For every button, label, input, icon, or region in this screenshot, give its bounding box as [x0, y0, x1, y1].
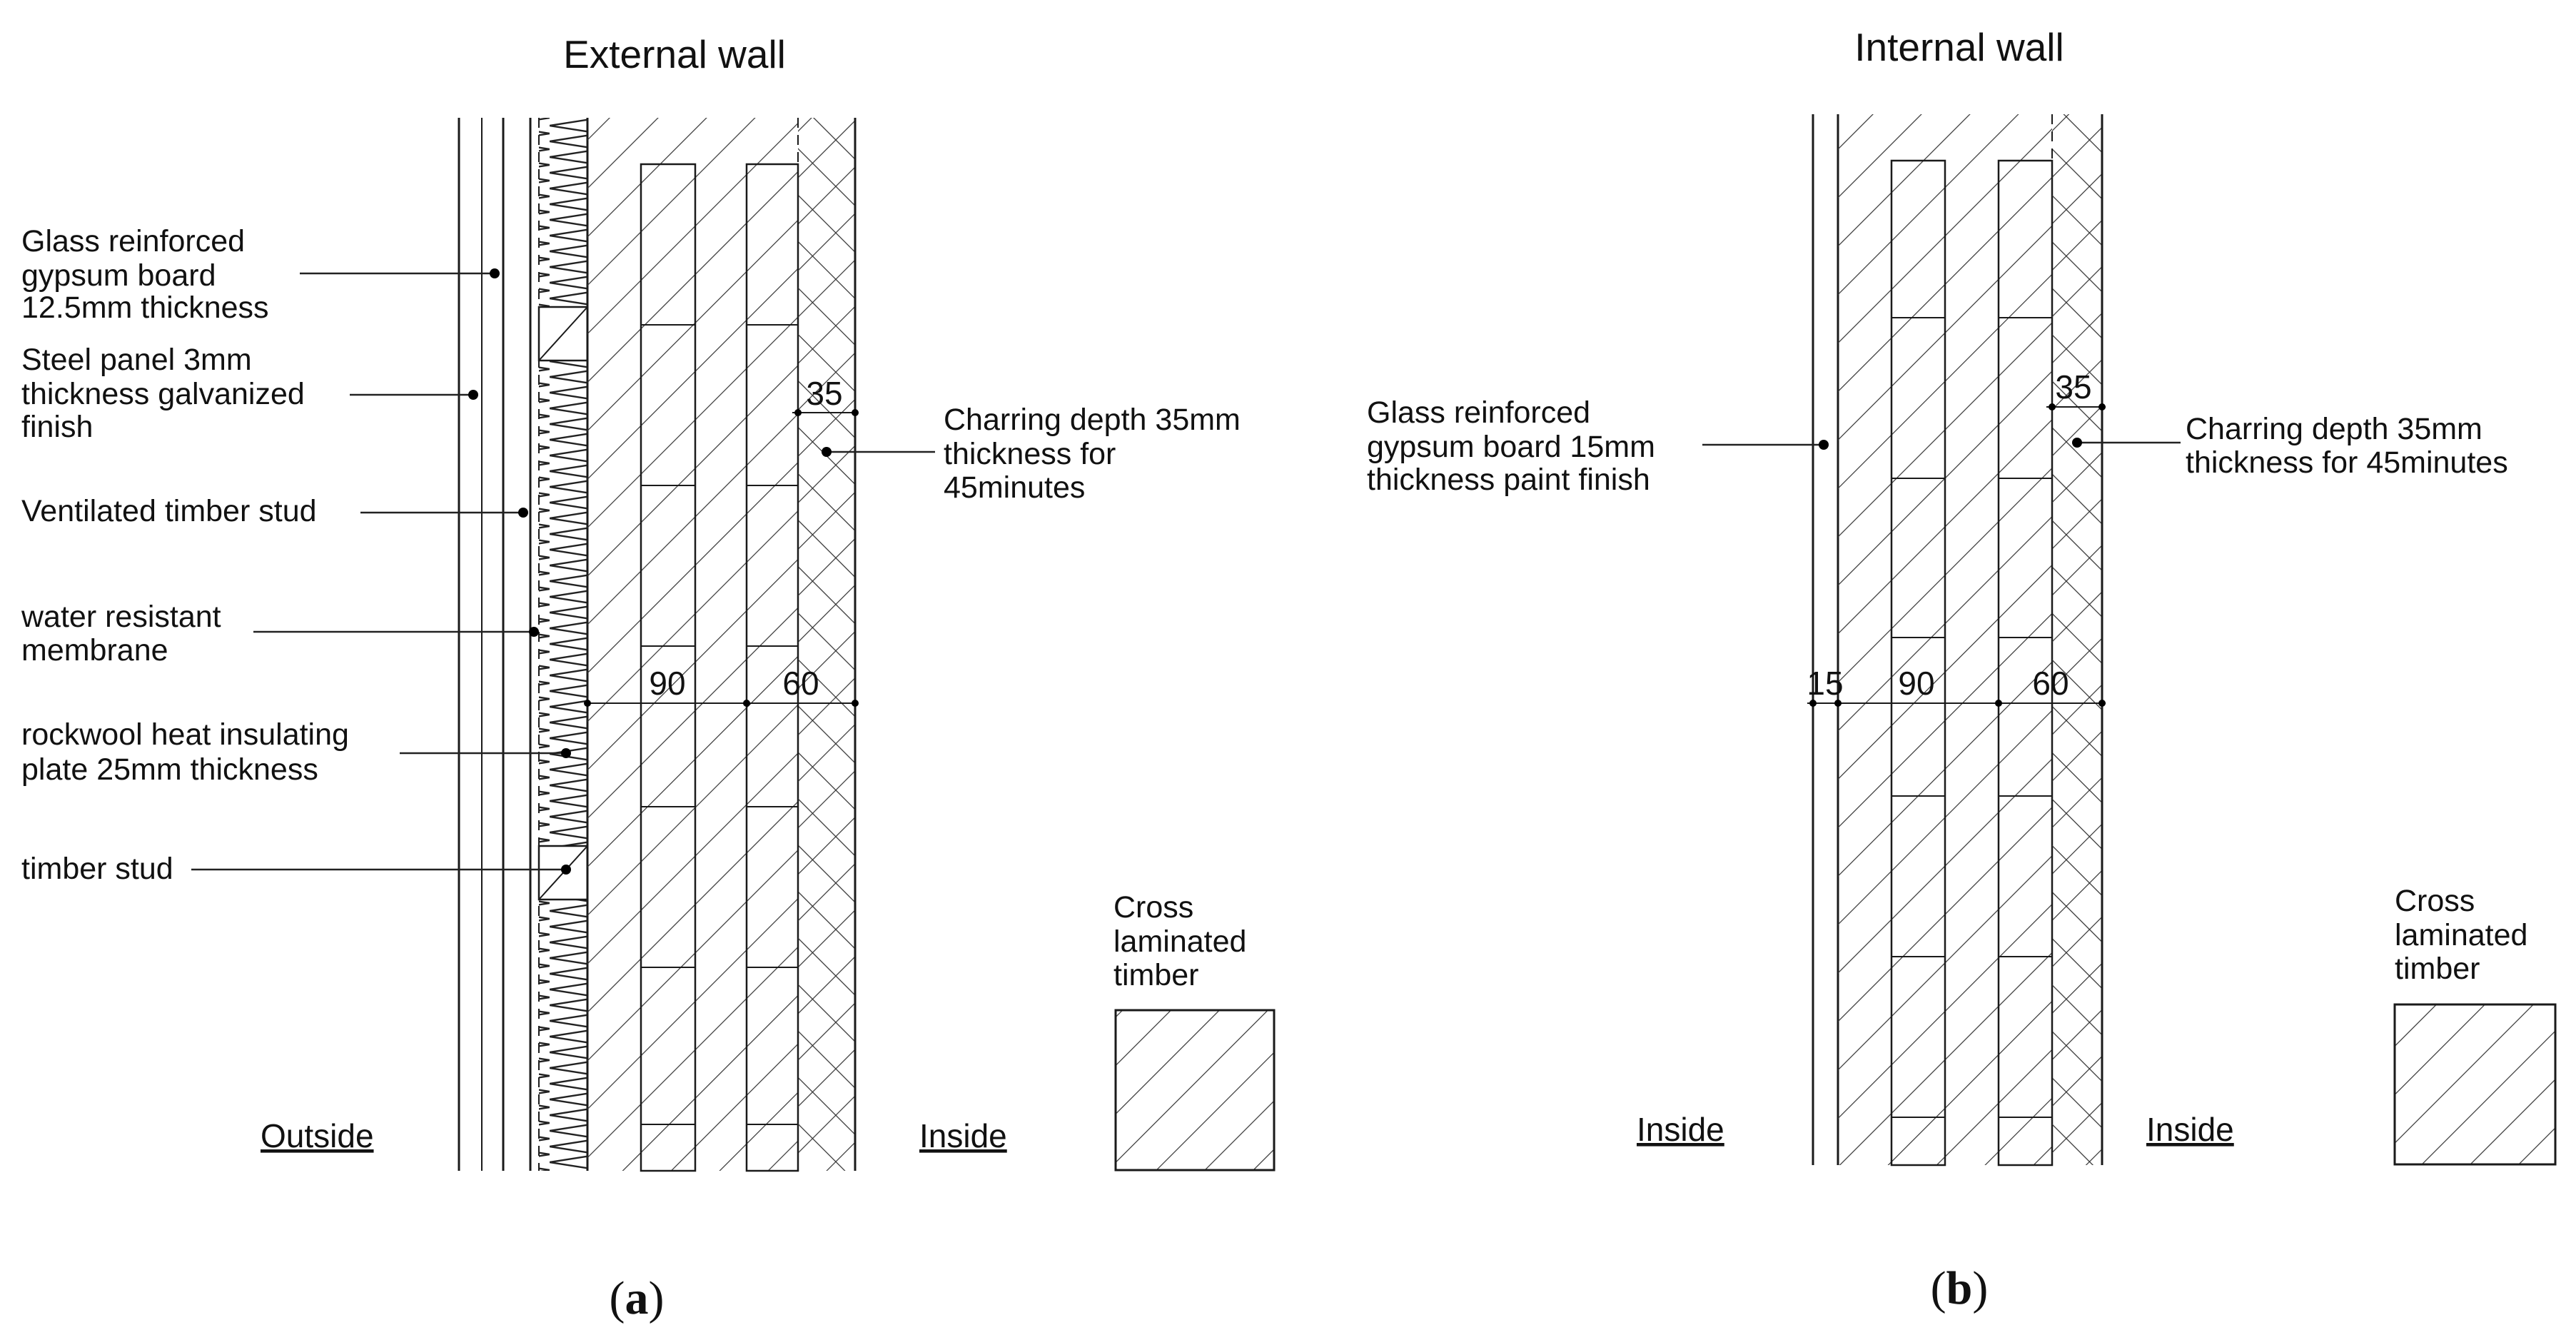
label-membrane: water resistant membrane: [21, 600, 230, 668]
ext-dim-90: 90: [649, 665, 685, 702]
inside-label-external: Inside: [919, 1117, 1007, 1154]
external-dimensions: [584, 409, 859, 707]
label-rockwool: rockwool heat insulating plate 25mm thic…: [21, 717, 358, 787]
ext-dim-35: 35: [806, 375, 842, 412]
clt-core: [587, 118, 799, 1172]
internal-wall-panel: Internal wall: [1367, 25, 2557, 1314]
internal-dimensions: [1807, 403, 2106, 707]
int-dim-60: 60: [2032, 665, 2069, 702]
caption-a: (a): [610, 1272, 665, 1324]
internal-leaders: [1702, 438, 2181, 450]
label-charring-internal: Charring depth 35mm thickness for 45minu…: [2186, 412, 2508, 480]
internal-charring-layer: [2051, 114, 2103, 1165]
label-steel-panel: Steel panel 3mm thickness galvanized fin…: [21, 343, 313, 444]
caption-b: (b): [1931, 1262, 1989, 1314]
external-leaders: [191, 268, 935, 875]
internal-wall-title: Internal wall: [1854, 25, 2064, 69]
external-wall-panel: External wall: [21, 32, 1276, 1324]
internal-clt-core: [1838, 114, 2054, 1167]
rockwool-insulation-layer: [537, 118, 589, 1171]
label-timber-stud: timber stud: [21, 852, 173, 886]
legend-swatch-external: [1114, 1009, 1276, 1172]
legend-swatch-internal: [2393, 1003, 2557, 1166]
int-dim-15: 15: [1807, 665, 1843, 702]
internal-gypsum-board: [1812, 114, 1839, 1165]
legend-label-external: Cross laminated timber: [1113, 890, 1255, 992]
ext-dim-60: 60: [782, 665, 819, 702]
label-ventilated-stud: Ventilated timber stud: [21, 494, 317, 528]
outside-label: Outside: [261, 1117, 374, 1154]
label-gypsum-internal: Glass reinforced gypsum board 15mm thick…: [1367, 396, 1664, 497]
charring-layer: [797, 118, 857, 1171]
int-dim-90: 90: [1898, 665, 1934, 702]
legend-label-internal: Cross laminated timber: [2395, 884, 2536, 986]
label-gypsum-board: Glass reinforced gypsum board 12.5mm thi…: [21, 224, 269, 325]
inside-label-left: Inside: [1637, 1111, 1724, 1148]
external-wall-title: External wall: [563, 32, 786, 76]
label-charring-external: Charring depth 35mm thickness for 45minu…: [944, 403, 1249, 505]
int-dim-35: 35: [2055, 368, 2091, 405]
inside-label-right: Inside: [2146, 1111, 2234, 1148]
